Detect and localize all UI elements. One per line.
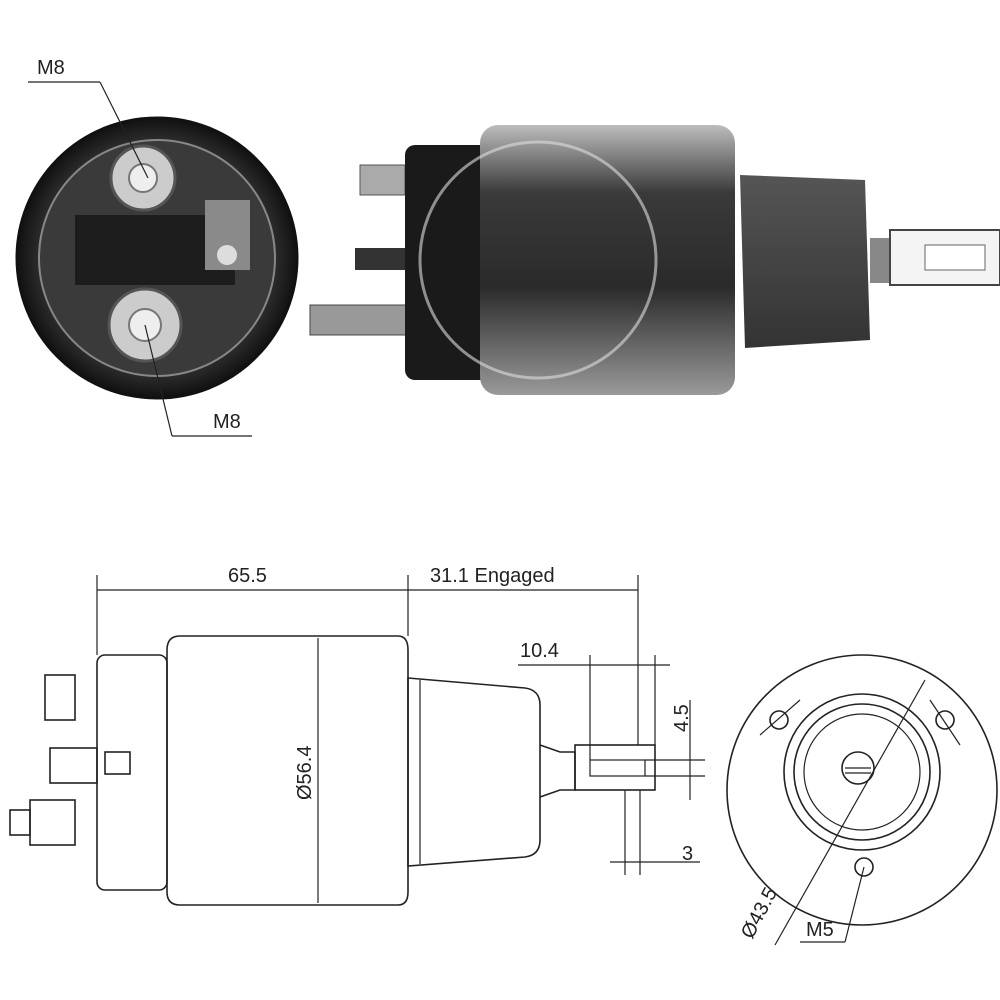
top-thread-label: M8	[37, 57, 65, 79]
mount-hole	[935, 710, 955, 730]
end-view-photo	[15, 116, 299, 400]
bottom-thread-label: M8	[213, 411, 241, 433]
body-length-dimension: 65.5	[228, 565, 267, 587]
side-drawing	[9, 635, 656, 906]
end-view-drawing	[726, 654, 998, 946]
mount-hole	[769, 710, 789, 730]
terminal-width-dimension: 4.5	[671, 704, 693, 732]
mount-diameter-dimension: Ø43.5	[737, 884, 782, 942]
body-diameter-dimension: Ø56.4	[294, 746, 316, 800]
engaged-stroke-dimension: 31.1 Engaged	[430, 565, 555, 587]
terminal-length-dimension: 10.4	[520, 640, 559, 662]
mount-hole	[854, 857, 874, 877]
side-view-photo	[309, 125, 1000, 395]
mount-thread-label: M5	[806, 919, 834, 941]
top-terminal-stud	[109, 144, 177, 212]
logo-watermark	[418, 140, 658, 380]
terminal-hole-dimension: 3	[682, 843, 693, 865]
